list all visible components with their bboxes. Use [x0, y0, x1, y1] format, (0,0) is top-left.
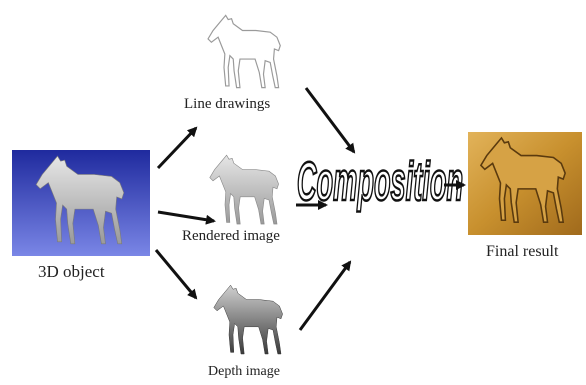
source-3d-object-label: 3D object	[38, 262, 105, 282]
arrow-source-to-depth-image	[156, 250, 196, 298]
arrow-line-drawings-to-composition	[306, 88, 354, 152]
arrow-source-to-line-drawings	[158, 128, 196, 168]
arrow-source-to-rendered-image	[158, 212, 214, 221]
depth-image-panel	[214, 285, 283, 354]
arrow-depth-image-to-composition	[300, 262, 350, 330]
depth-horse-icon	[214, 285, 283, 354]
rendered-horse-icon	[210, 155, 279, 224]
final-result-label: Final result	[486, 243, 558, 261]
source-3d-object-panel	[12, 150, 150, 256]
rendered-image-panel	[210, 155, 279, 224]
line-drawings-panel	[208, 15, 280, 87]
depth-image-label: Depth image	[208, 364, 280, 380]
line-drawing-horse-icon	[208, 15, 280, 87]
line-drawings-label: Line drawings	[184, 96, 270, 113]
final-result-panel	[468, 132, 582, 235]
rendered-image-label: Rendered image	[182, 228, 280, 245]
